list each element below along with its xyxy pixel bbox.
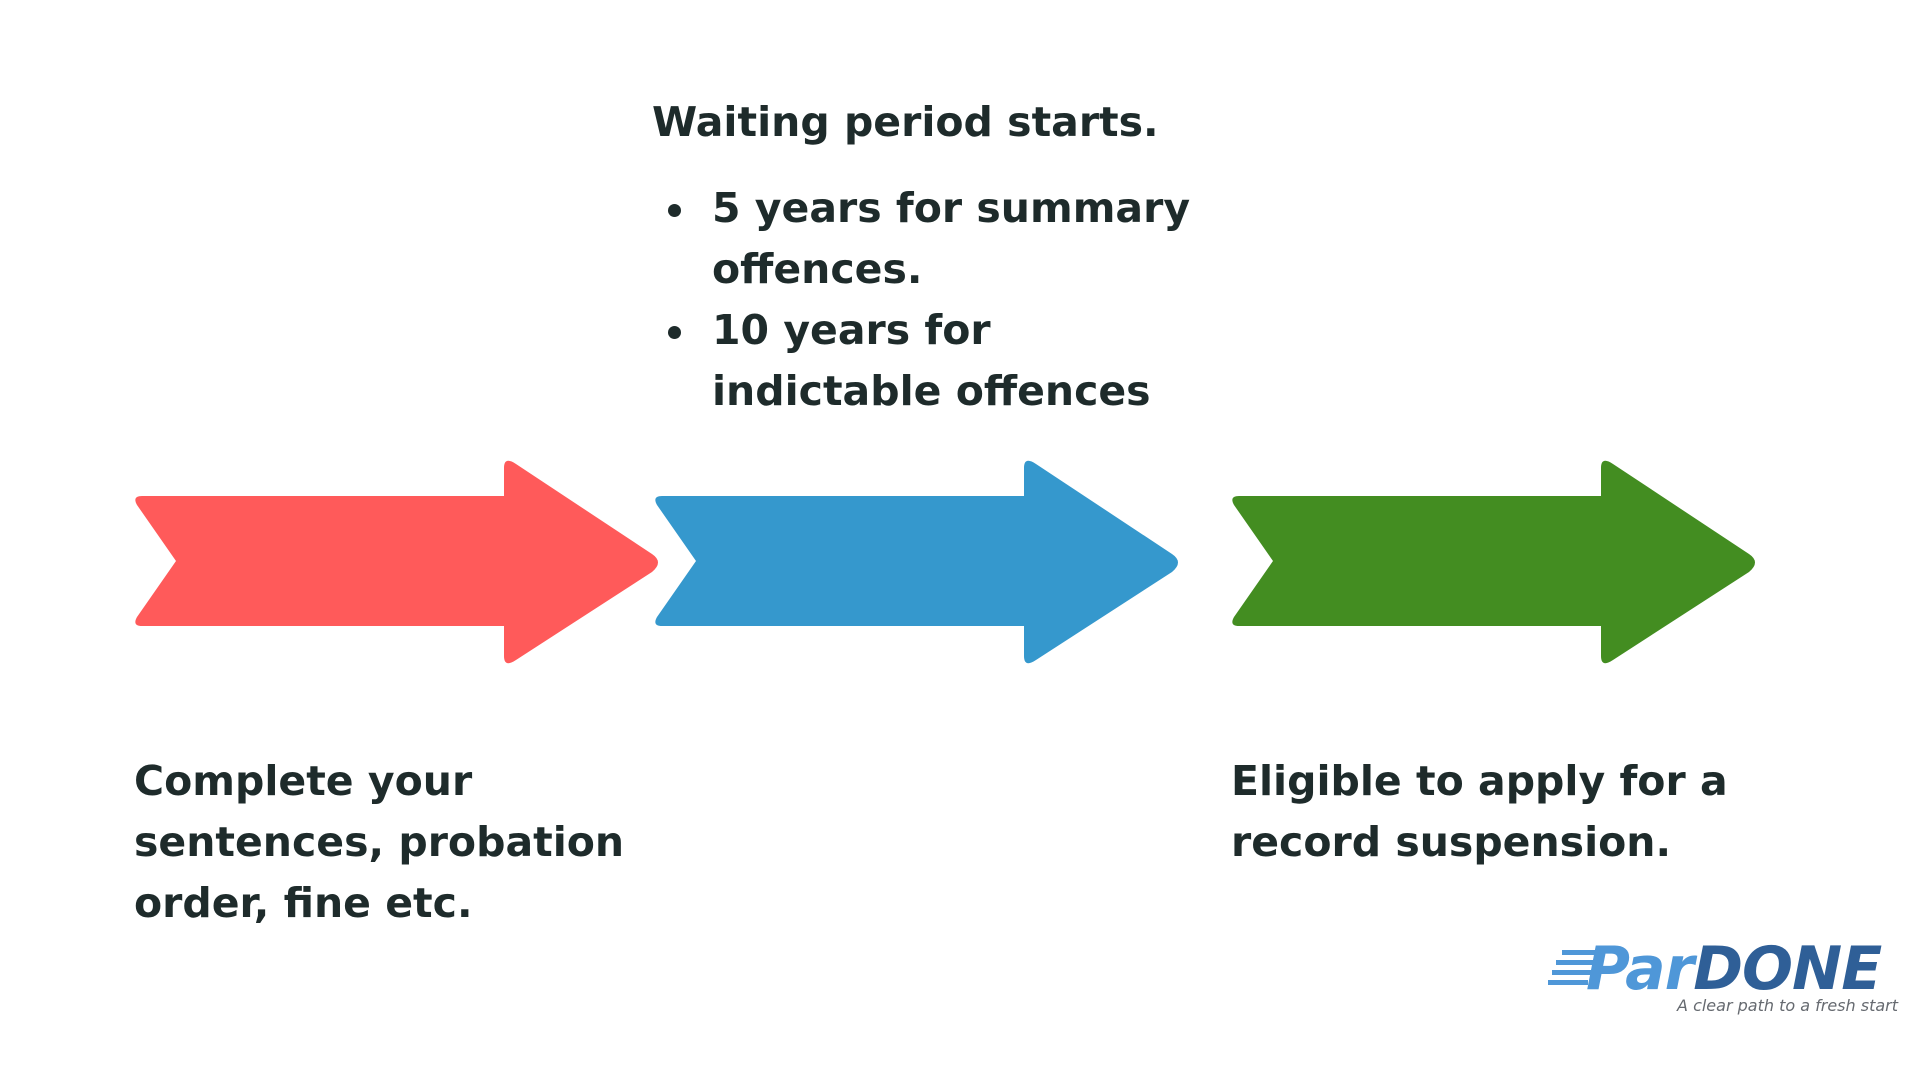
logo-tagline: A clear path to a fresh start [1677,996,1898,1015]
summary-offences-text: 5 years for summary offences. [712,184,1191,293]
logo-part-par: Par [1586,934,1694,1004]
indictable-offences-text: 10 years for indictable offences [712,306,1151,415]
blue-arrow-shape [655,460,1178,664]
list-item: 10 years for indictable offences [660,300,1220,422]
green-arrow-icon [1232,460,1755,664]
green-arrow-shape [1232,460,1755,664]
waiting-period-heading: Waiting period starts. [652,98,1159,146]
logo-wordmark: ParDONE [1586,934,1882,1004]
red-arrow-shape [135,460,659,664]
eligible-apply-text: Eligible to apply for a record suspensio… [1231,757,1728,866]
bullet-icon [668,326,681,339]
list-item: 5 years for summary offences. [660,178,1220,300]
bullet-icon [668,204,681,217]
waiting-period-list: 5 years for summary offences. 10 years f… [660,178,1220,422]
logo-part-done: DONE [1693,934,1882,1004]
pardone-logo: ParDONE A clear path to a fresh start [1548,934,1898,1022]
complete-sentence-text: Complete your sentences, probation order… [134,757,625,927]
speed-lines-icon [1548,950,1600,985]
red-arrow-icon [135,460,659,664]
blue-arrow-icon [655,460,1178,664]
